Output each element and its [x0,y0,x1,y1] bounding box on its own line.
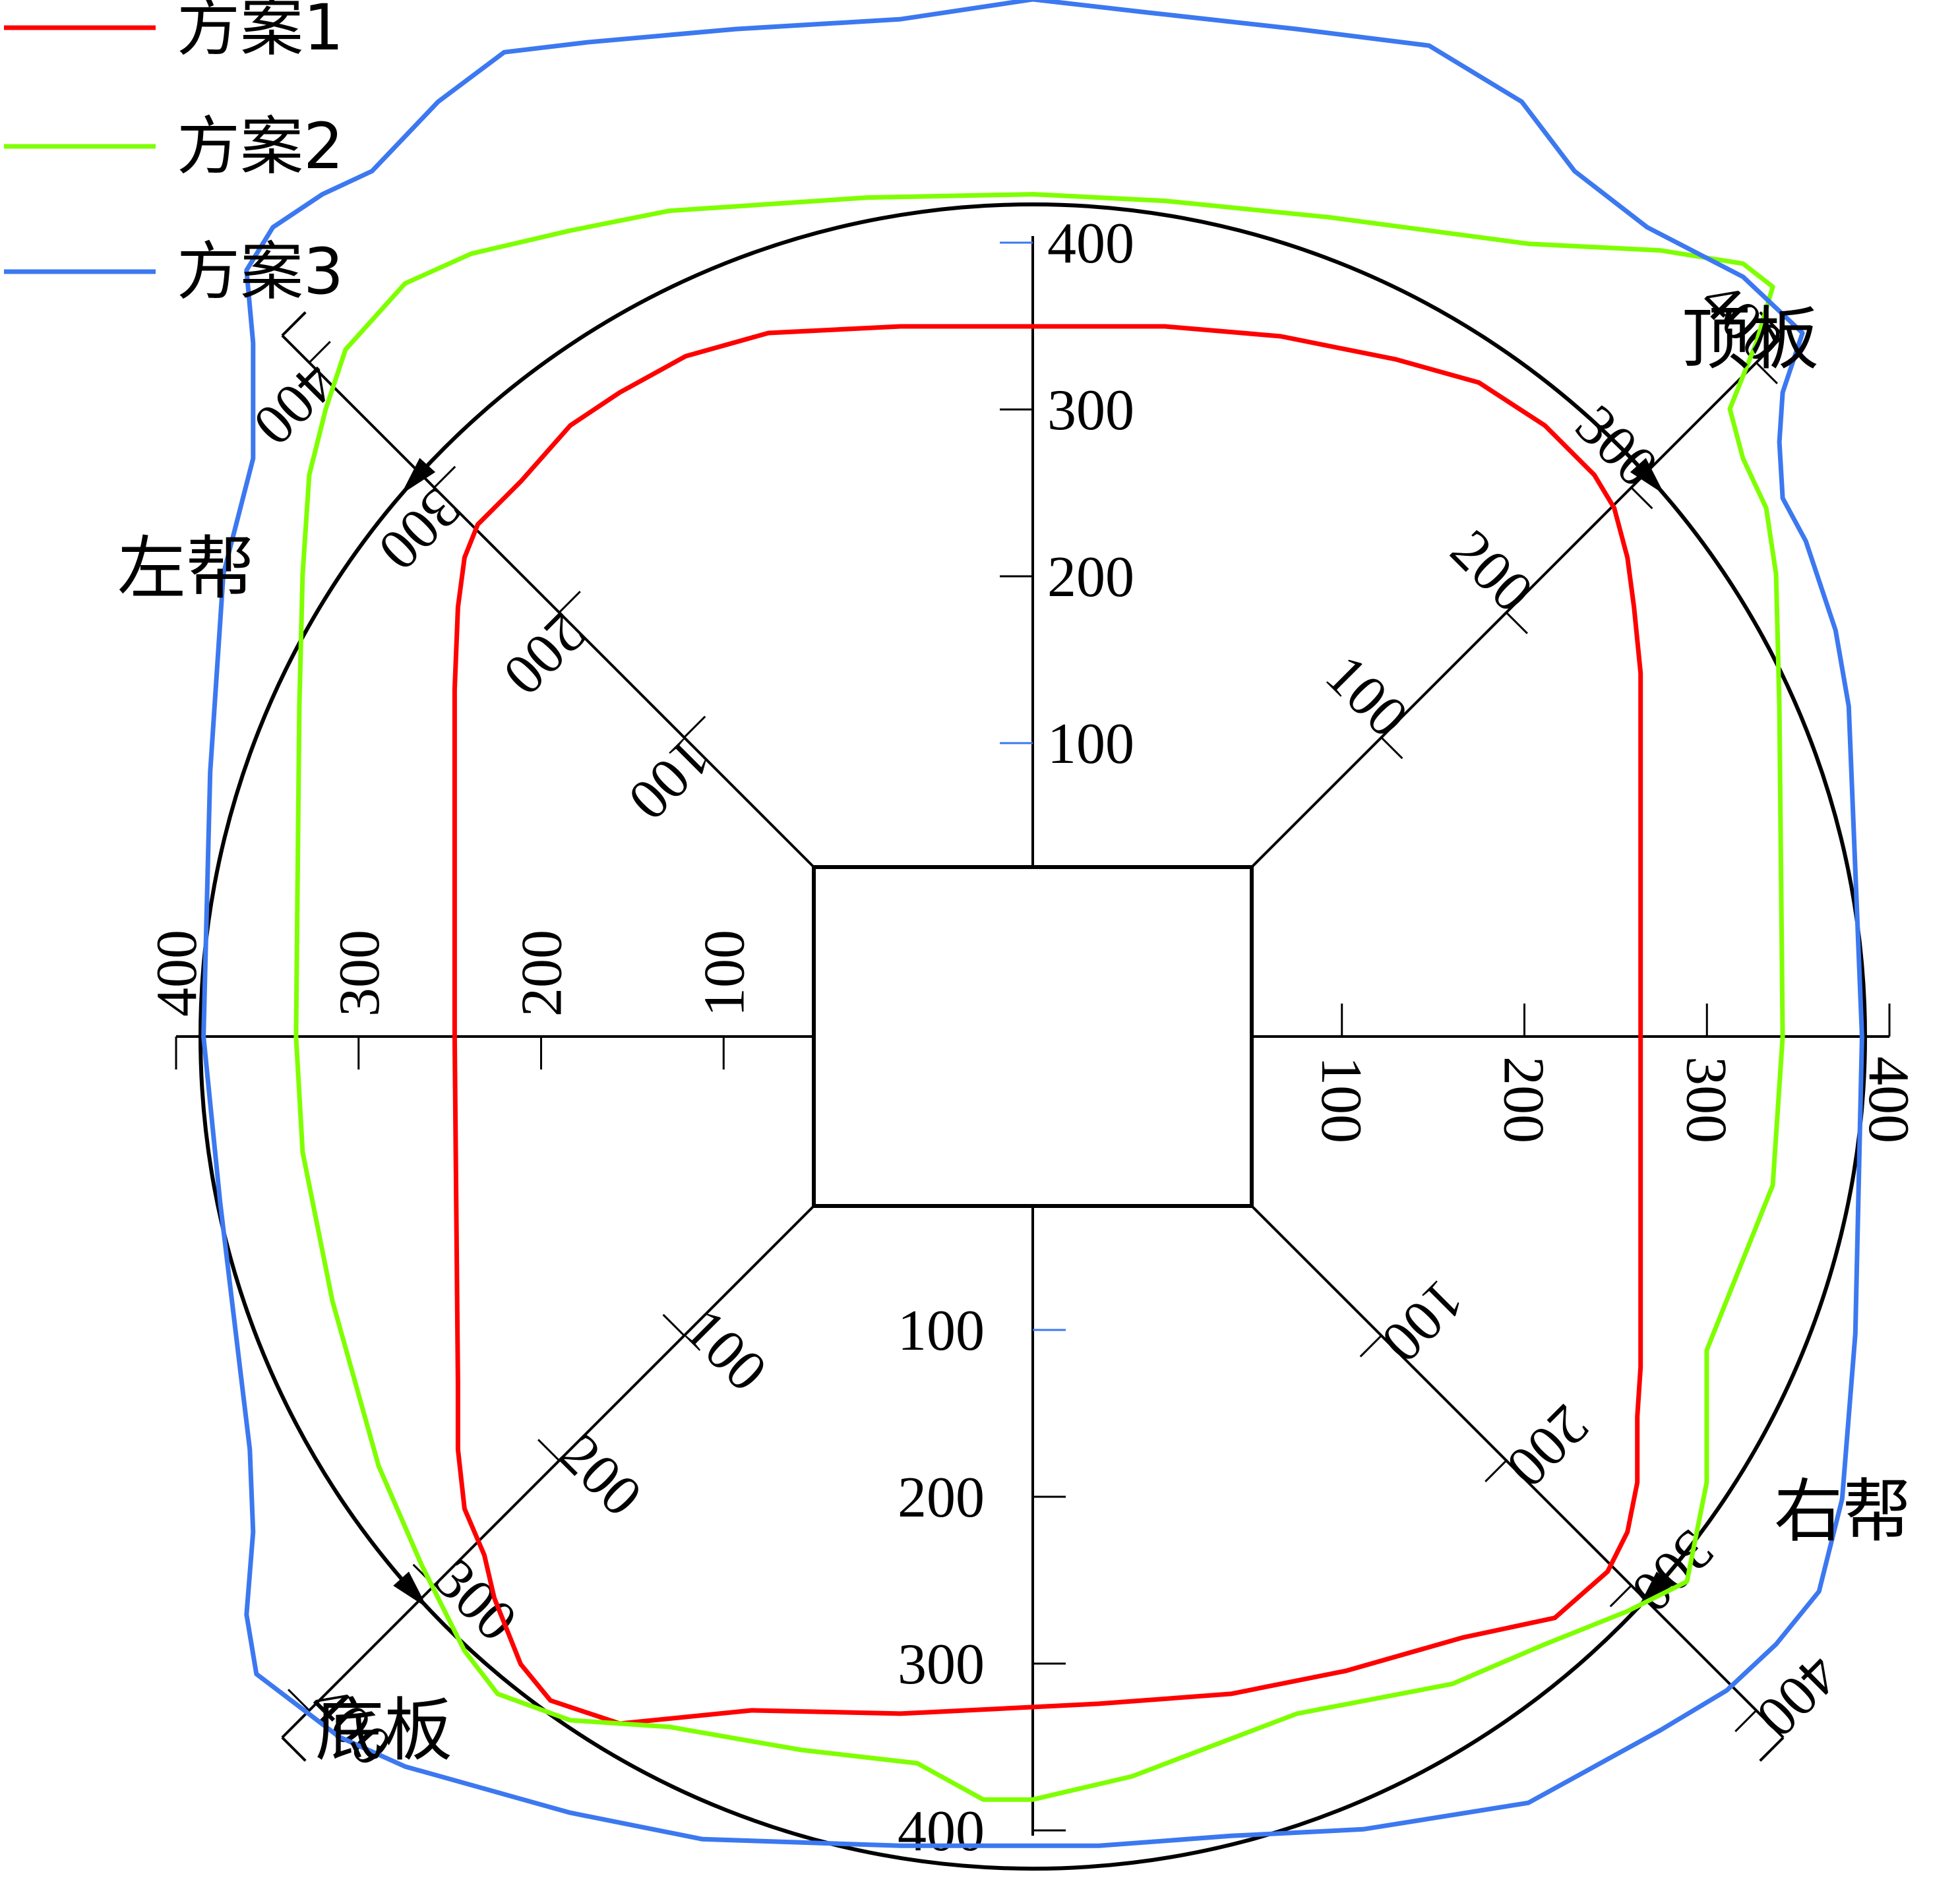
tick-label-diag-bottom-left-200: 200 [547,1422,654,1528]
region-label-right-rib: 右帮 [1774,1471,1911,1551]
tick-diag-bottom-right-300 [1609,1584,1632,1608]
roadway-rectangle [812,865,1254,1208]
region-label-roof: 顶板 [1682,299,1819,379]
axis-diag-top-right [1250,334,1785,868]
legend-label-1: 方案1 [177,0,344,65]
tick-diag-top-left-200 [558,591,581,613]
tick-label-diag-top-right-100: 100 [1313,643,1420,750]
region-label-floor: 底板 [315,1690,452,1770]
series-contour-3 [201,0,1864,1848]
tick-diag-top-right-300 [1630,487,1653,510]
arrow-left-lower [393,1571,428,1608]
tick-label-diag-bottom-left-100: 100 [672,1297,779,1404]
tick-label-bottom-300: 300 [898,1633,985,1697]
legend-label-3: 方案3 [177,235,344,309]
tick-label-left-300: 300 [328,930,392,1017]
tick-label-top-100: 100 [1047,712,1134,776]
tick-label-right-300: 300 [1674,1056,1738,1143]
tick-diag-top-left-400 [308,341,331,363]
arrow-right-upper [1630,458,1665,495]
tick-diag-top-left-300 [433,466,456,489]
series-contour-2 [293,192,1785,1802]
tick-diag-bottom-left-200 [537,1439,560,1462]
tick-label-top-200: 200 [1047,545,1134,609]
axis-diag-cap-bottom-left [281,1736,307,1762]
tick-label-diag-top-left-400: 400 [241,351,348,458]
axis-diag-bottom-right [1250,1205,1785,1739]
tick-label-diag-top-left-100: 100 [616,725,723,832]
tick-label-diag-top-right-200: 200 [1438,518,1545,624]
series-contour-1 [452,324,1643,1726]
region-labels: 顶板 左帮 右帮 底板 [117,299,1911,1770]
tick-diag-top-right-100 [1380,737,1403,760]
tick-diag-bottom-right-200 [1485,1460,1508,1482]
tick-label-diag-bottom-right-200: 200 [1494,1393,1601,1499]
legend: 方案1 方案2 方案3 [4,0,344,309]
series-layer [201,0,1864,1848]
tick-label-diag-top-left-300: 300 [366,475,473,582]
legend-entry-3: 方案3 [4,235,344,309]
tick-diag-bottom-right-100 [1359,1335,1382,1358]
arrow-left-upper [401,458,436,495]
tick-label-diag-top-left-200: 200 [491,601,598,708]
tick-diag-bottom-left-400 [288,1689,310,1712]
axis-diag-top-left [281,334,815,868]
axis-diag-cap-bottom-right [1759,1736,1785,1762]
tick-label-left-400: 400 [145,930,209,1017]
tick-diag-bottom-right-400 [1734,1710,1758,1732]
tick-diag-top-right-400 [1756,361,1778,384]
tick-diag-top-right-200 [1506,611,1528,634]
region-label-left-rib: 左帮 [117,528,255,609]
tick-label-right-200: 200 [1492,1056,1556,1143]
tick-label-bottom-100: 100 [898,1299,985,1363]
tick-label-right-400: 400 [1856,1056,1920,1143]
tick-diag-top-left-100 [683,715,706,738]
tick-label-bottom-400: 400 [898,1799,985,1863]
tick-label-top-400: 400 [1047,212,1134,276]
tick-diag-bottom-left-100 [662,1313,685,1337]
legend-entry-1: 方案1 [4,0,344,65]
tick-label-diag-bottom-right-100: 100 [1369,1267,1476,1374]
tick-label-right-100: 100 [1309,1056,1373,1143]
axis-diag-cap-top-left [281,311,307,337]
tick-label-bottom-200: 200 [898,1466,985,1530]
tick-label-top-300: 300 [1047,378,1134,442]
tick-label-left-100: 100 [692,930,756,1017]
arrow-right-lower [1638,1571,1672,1608]
axes: 1001002002003003004004001001002002003003… [145,202,1920,1871]
axis-diag-bottom-left [281,1205,815,1739]
tick-label-left-200: 200 [510,930,574,1017]
legend-entry-2: 方案2 [4,109,344,183]
legend-label-2: 方案2 [177,109,344,183]
